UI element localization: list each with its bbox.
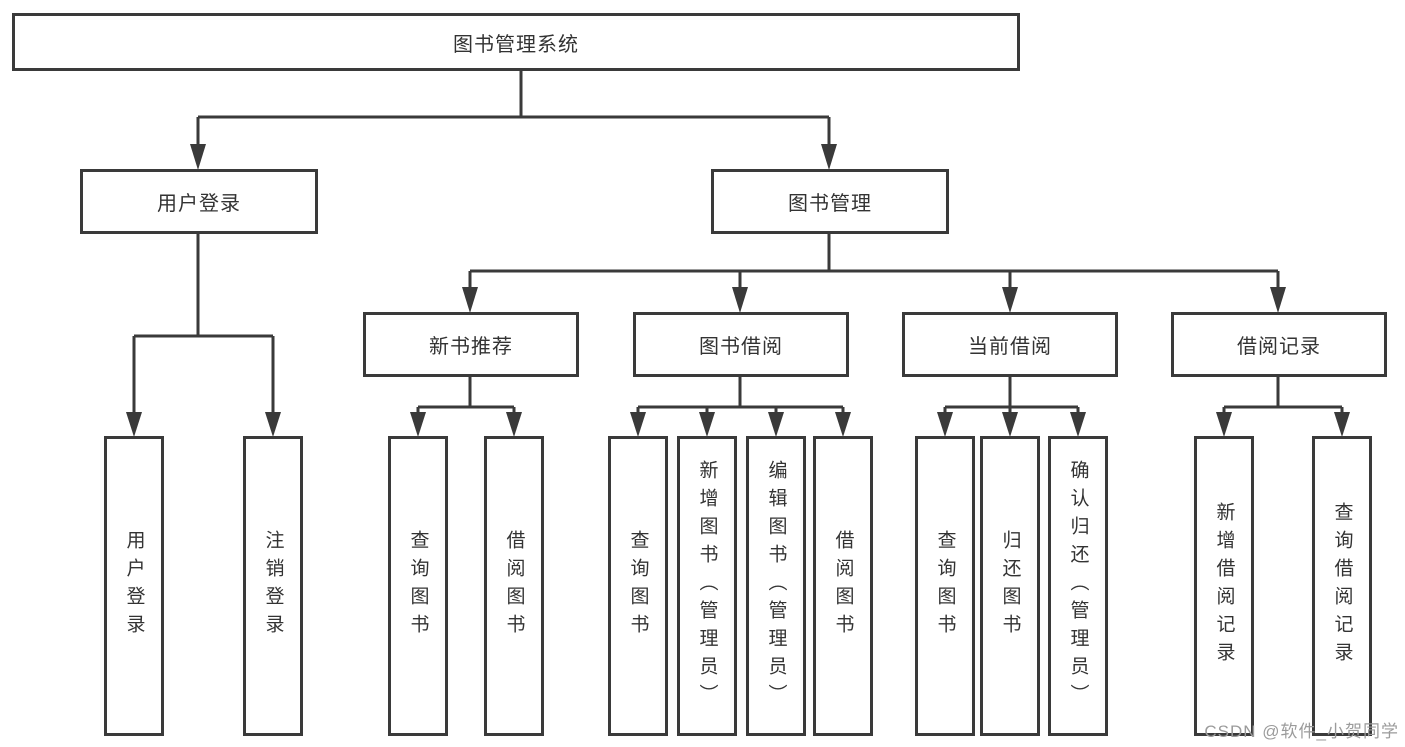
leaf-add-borrow-record-label: 新增借阅记录: [1213, 502, 1235, 670]
node-book-management: 图书管理: [711, 169, 949, 234]
leaf-return-book-label: 归还图书: [999, 530, 1021, 642]
leaf-borrow-book: 借阅图书: [813, 436, 873, 736]
leaf-confirm-return-admin: 确认归还（管理员）: [1048, 436, 1108, 736]
node-new-book-recommend: 新书推荐: [363, 312, 579, 377]
leaf-edit-book-admin-label: 编辑图书（管理员）: [765, 460, 787, 712]
leaf-user-login: 用户登录: [104, 436, 164, 736]
leaf-logout-label: 注销登录: [262, 530, 284, 642]
node-borrow-record: 借阅记录: [1171, 312, 1387, 377]
node-user-login: 用户登录: [80, 169, 318, 234]
leaf-return-book: 归还图书: [980, 436, 1040, 736]
csdn-watermark: CSDN @软件_小贺同学: [1204, 722, 1399, 741]
leaf-confirm-return-admin-label: 确认归还（管理员）: [1067, 460, 1089, 712]
leaf-add-borrow-record: 新增借阅记录: [1194, 436, 1254, 736]
leaf-user-login-label: 用户登录: [123, 530, 145, 642]
node-current-borrow: 当前借阅: [902, 312, 1118, 377]
leaf-query-book-recommend-label: 查询图书: [407, 530, 429, 642]
leaf-add-book-admin: 新增图书（管理员）: [677, 436, 737, 736]
leaf-query-book-borrow: 查询图书: [608, 436, 668, 736]
leaf-query-book-recommend: 查询图书: [388, 436, 448, 736]
leaf-borrow-book-label: 借阅图书: [832, 530, 854, 642]
leaf-query-book-current: 查询图书: [915, 436, 975, 736]
leaf-query-borrow-record: 查询借阅记录: [1312, 436, 1372, 736]
leaf-query-book-current-label: 查询图书: [934, 530, 956, 642]
node-book-borrow: 图书借阅: [633, 312, 849, 377]
leaf-add-book-admin-label: 新增图书（管理员）: [696, 460, 718, 712]
leaf-query-book-borrow-label: 查询图书: [627, 530, 649, 642]
node-library-management-system: 图书管理系统: [12, 13, 1020, 71]
leaf-query-borrow-record-label: 查询借阅记录: [1331, 502, 1353, 670]
leaf-borrow-book-recommend: 借阅图书: [484, 436, 544, 736]
leaf-logout: 注销登录: [243, 436, 303, 736]
leaf-borrow-book-recommend-label: 借阅图书: [503, 530, 525, 642]
leaf-edit-book-admin: 编辑图书（管理员）: [746, 436, 806, 736]
